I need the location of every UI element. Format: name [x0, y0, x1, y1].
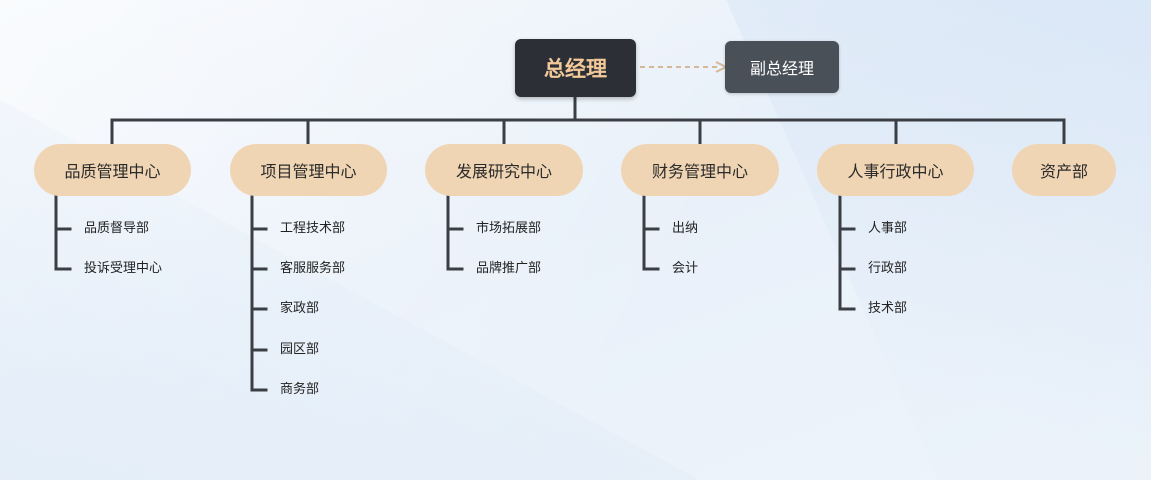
sub-dept-item[interactable]: 出纳: [672, 221, 699, 236]
dept-project-management[interactable]: 项目管理中心: [230, 144, 387, 196]
sub-dept-item[interactable]: 技术部: [868, 301, 908, 316]
sub-dept-item[interactable]: 市场拓展部: [476, 221, 542, 236]
deputy-box[interactable]: 副总经理: [725, 41, 839, 93]
sub-dept-item[interactable]: 家政部: [280, 301, 320, 316]
sub-dept-item[interactable]: 园区部: [280, 342, 320, 357]
sub-dept-item[interactable]: 工程技术部: [280, 221, 346, 236]
dept-finance-management[interactable]: 财务管理中心: [621, 144, 779, 196]
dept-hr-admin[interactable]: 人事行政中心: [817, 144, 974, 196]
sub-dept-item[interactable]: 投诉受理中心: [84, 261, 163, 276]
sub-dept-item[interactable]: 行政部: [868, 261, 908, 276]
sub-dept-item[interactable]: 客服服务部: [280, 261, 346, 276]
sub-dept-item[interactable]: 商务部: [280, 382, 320, 397]
sub-dept-item[interactable]: 品牌推广部: [476, 261, 542, 276]
dept-quality-management[interactable]: 品质管理中心: [34, 144, 191, 196]
sub-dept-item[interactable]: 品质督导部: [84, 221, 150, 236]
dept-development-research[interactable]: 发展研究中心: [425, 144, 583, 196]
dept-assets[interactable]: 资产部: [1012, 144, 1116, 196]
sub-dept-item[interactable]: 人事部: [868, 221, 908, 236]
sub-dept-item[interactable]: 会计: [672, 261, 699, 276]
ceo-box[interactable]: 总经理: [515, 39, 636, 97]
